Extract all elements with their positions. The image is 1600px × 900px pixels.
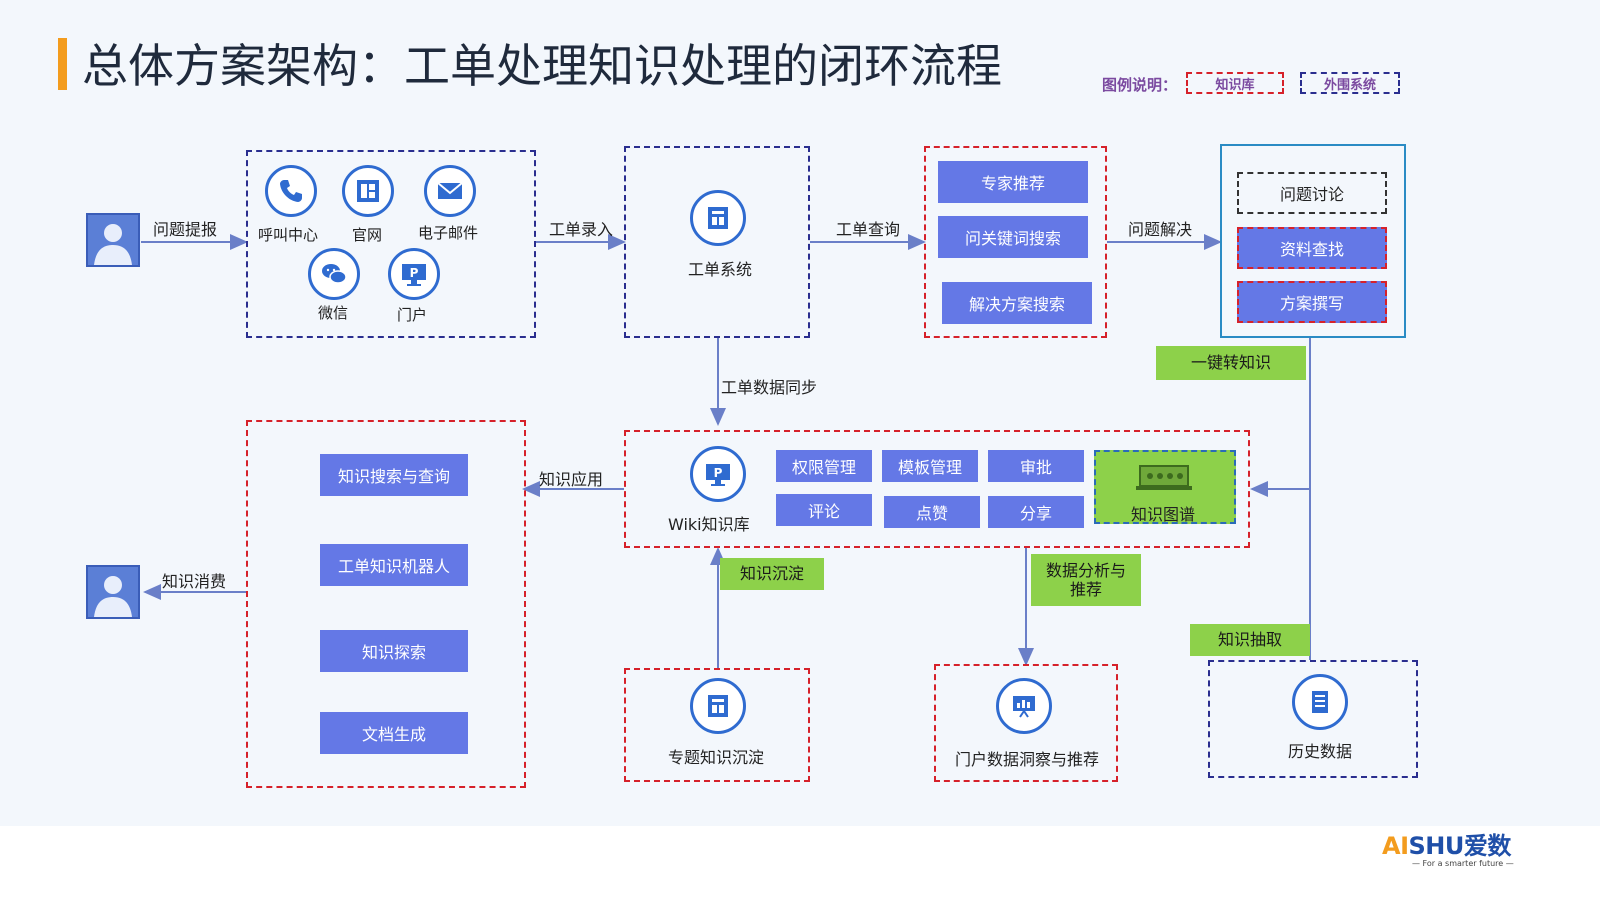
search-box	[924, 146, 1107, 338]
svg-text:P: P	[410, 266, 419, 280]
knowledge-search-button[interactable]: 知识搜索与查询	[320, 454, 468, 496]
wechat-icon	[308, 248, 360, 300]
insight-icon	[996, 678, 1052, 734]
write-solution-button[interactable]: 方案撰写	[1237, 281, 1387, 323]
permission-manage-button[interactable]: 权限管理	[776, 450, 872, 482]
insight-box	[934, 664, 1118, 782]
label-wechat: 微信	[318, 304, 349, 322]
resolve-box	[1220, 144, 1406, 338]
knowledge-apps-box	[246, 420, 526, 788]
wiki-icon: P	[690, 446, 746, 502]
label-history: 历史数据	[1288, 742, 1353, 761]
wiki-box	[624, 430, 1250, 548]
label-ticket-system: 工单系统	[688, 260, 753, 279]
ticket-robot-button[interactable]: 工单知识机器人	[320, 544, 468, 586]
like-button[interactable]: 点赞	[884, 496, 980, 528]
knowledge-extract-tag: 知识抽取	[1190, 624, 1310, 656]
solution-search-button[interactable]: 解决方案搜索	[942, 282, 1092, 324]
approve-button[interactable]: 审批	[988, 450, 1084, 482]
label-knowledge-graph: 知识图谱	[1131, 505, 1196, 524]
label-resolve: 问题解决	[1128, 220, 1193, 239]
channels-box	[246, 150, 536, 338]
knowledge-settle-tag: 知识沉淀	[720, 558, 824, 590]
ticket-system-box	[624, 146, 810, 338]
label-insight: 门户数据洞察与推荐	[955, 750, 1100, 769]
template-manage-button[interactable]: 模板管理	[882, 450, 978, 482]
knowledge-explore-button[interactable]: 知识探索	[320, 630, 468, 672]
label-web: 官网	[352, 226, 383, 244]
user-avatar-icon	[86, 213, 140, 267]
portal-icon: P	[388, 248, 440, 300]
label-consume: 知识消费	[162, 572, 227, 591]
label-phone: 呼叫中心	[258, 226, 319, 244]
history-box	[1208, 660, 1418, 778]
data-analysis-tag: 数据分析与 推荐	[1031, 554, 1141, 606]
label-portal: 门户	[397, 306, 428, 324]
comment-button[interactable]: 评论	[776, 494, 872, 526]
history-icon	[1292, 674, 1348, 730]
knowledge-graph-icon	[1136, 462, 1192, 496]
expert-recommend-button[interactable]: 专家推荐	[938, 161, 1088, 203]
legend-external: 外围系统	[1300, 72, 1400, 94]
aishu-logo: AISHU爱数 — For a smarter future —	[1382, 832, 1514, 868]
web-icon	[342, 165, 394, 217]
legend-knowledge: 知识库	[1186, 72, 1284, 94]
title-accent-bar	[58, 38, 67, 90]
label-apply: 知识应用	[539, 470, 604, 489]
discuss-button[interactable]: 问题讨论	[1237, 172, 1387, 214]
label-email: 电子邮件	[418, 224, 479, 242]
email-icon	[424, 165, 476, 217]
doc-generate-button[interactable]: 文档生成	[320, 712, 468, 754]
label-wiki: Wiki知识库	[668, 515, 750, 534]
topic-box	[624, 668, 810, 782]
label-topic: 专题知识沉淀	[668, 748, 765, 767]
label-report: 问题提报	[153, 220, 218, 239]
label-query: 工单查询	[836, 220, 901, 239]
phone-icon	[265, 165, 317, 217]
to-knowledge-tag: 一键转知识	[1156, 346, 1306, 380]
label-sync: 工单数据同步	[721, 378, 818, 397]
svg-text:P: P	[714, 466, 723, 480]
keyword-search-button[interactable]: 问关键词搜索	[938, 216, 1088, 258]
ticket-system-icon	[690, 190, 746, 246]
legend-label: 图例说明：	[1102, 76, 1178, 94]
share-button[interactable]: 分享	[988, 496, 1084, 528]
consumer-avatar-icon	[86, 565, 140, 619]
label-entry: 工单录入	[549, 220, 614, 239]
page-title: 总体方案架构：工单处理知识处理的闭环流程	[82, 39, 1002, 93]
topic-icon	[690, 678, 746, 734]
lookup-button[interactable]: 资料查找	[1237, 227, 1387, 269]
